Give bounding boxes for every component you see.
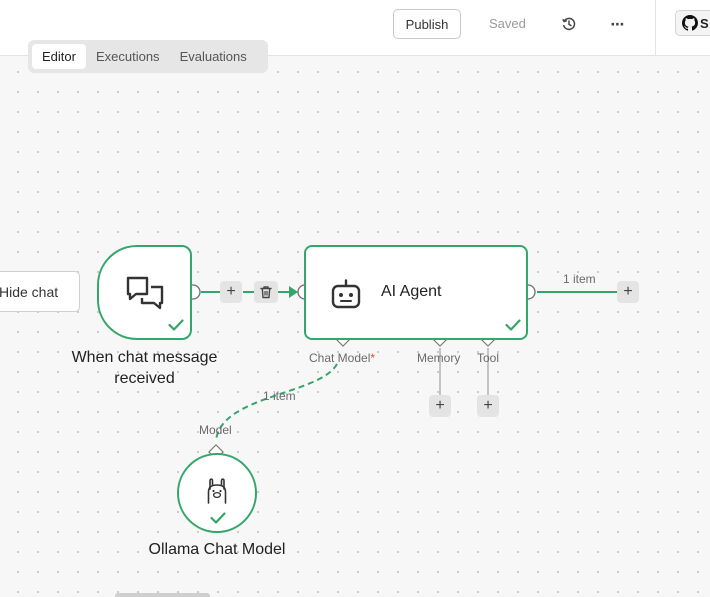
ai-agent-title: AI Agent (381, 283, 442, 300)
ollama-chat-model-node[interactable] (177, 453, 257, 533)
publish-button[interactable]: Publish (393, 9, 461, 39)
github-button-label: S (700, 15, 709, 31)
model-port-label: Model (199, 423, 232, 437)
history-icon (562, 17, 576, 31)
view-tabs: Editor Executions Evaluations (28, 40, 268, 73)
trash-icon (260, 286, 272, 299)
ollama-chat-model-label: Ollama Chat Model (148, 541, 286, 558)
chat-model-port-label-text: Chat Model (309, 351, 371, 365)
tab-editor[interactable]: Editor (32, 44, 86, 69)
add-tool-button[interactable]: + (477, 395, 499, 417)
chat-trigger-node-label: When chat message received (52, 347, 237, 389)
add-memory-button[interactable]: + (429, 395, 451, 417)
success-check-icon (505, 319, 521, 331)
memory-port-label: Memory (417, 351, 461, 365)
history-button[interactable] (557, 12, 581, 36)
required-marker: * (370, 351, 376, 365)
add-node-between-button[interactable]: + (220, 281, 242, 303)
github-button[interactable]: S (675, 10, 710, 36)
ai-agent-node[interactable] (304, 245, 528, 340)
robot-icon (331, 279, 361, 309)
github-icon (682, 15, 698, 31)
success-check-icon (168, 319, 184, 331)
success-check-icon (210, 512, 226, 524)
agent-output-item-count: 1 item (563, 272, 596, 286)
tool-port-label: Tool (477, 351, 500, 365)
hide-chat-button[interactable]: Hide chat (0, 271, 80, 312)
chat-trigger-label-line2: received (114, 370, 175, 387)
model-link-item-count: 1 item (263, 389, 296, 403)
chat-trigger-label-line1: When chat message (71, 349, 218, 366)
add-next-node-button[interactable]: + (617, 281, 639, 303)
chat-trigger-node[interactable] (97, 245, 192, 340)
ollama-llama-icon (207, 478, 227, 504)
tab-executions[interactable]: Executions (95, 49, 160, 64)
delete-connection-button[interactable] (254, 281, 278, 303)
chat-bubbles-icon (126, 276, 164, 310)
tab-evaluations[interactable]: Evaluations (179, 49, 247, 64)
chat-model-port-label: Chat Model* (309, 351, 375, 365)
toolbar-divider (655, 0, 656, 56)
saved-status: Saved (489, 16, 526, 31)
bottom-panel-handle[interactable] (115, 593, 210, 597)
more-options-button[interactable]: ⋯ (610, 15, 626, 32)
